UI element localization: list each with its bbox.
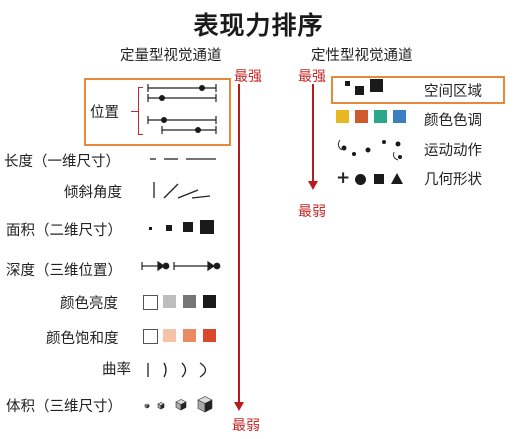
hue-swatch-1 [336,110,349,123]
depth-arrows-icon [141,260,221,272]
spatial-region-highlight-box [331,76,505,104]
channel-label-shape: 几何形状 [424,172,482,188]
luminance-swatch-2 [163,295,176,308]
qualitative-header: 定性型视觉通道 [311,48,413,64]
page-title: 表现力排序 [193,11,324,40]
triangle-icon [391,173,403,184]
luminance-swatch-1 [143,295,158,310]
volume-cubes-icon [144,396,213,413]
channel-label-position: 位置 [90,105,119,121]
slope-lines-icon [153,182,211,199]
saturation-swatch-3 [183,329,196,342]
channel-label-area: 面积（二维尺寸） [6,223,122,239]
plus-icon: + [336,168,351,188]
curvature-arcs-icon [147,362,207,378]
luminance-swatch-4 [203,295,216,308]
position-bracket [131,111,138,112]
qualitative-weakest-label: 最弱 [298,204,326,220]
saturation-swatch-4 [203,329,216,342]
position-highlight-box [84,78,231,146]
channel-label-volume: 体积（三维尺寸） [6,399,122,415]
quantitative-rank-arrow [238,84,240,405]
square-icon [374,174,384,184]
channel-label-luminance: 颜色亮度 [60,296,118,312]
hue-swatch-3 [374,110,387,123]
hue-swatch-2 [355,110,368,123]
qualitative-rank-arrow [312,84,314,184]
channel-label-spatial-region: 空间区域 [424,84,482,100]
channel-label-depth: 深度（三维位置） [6,263,122,279]
channel-label-length: 长度（一维尺寸） [4,154,120,170]
saturation-swatch-2 [163,329,176,342]
position-scale-icon [147,84,217,134]
channel-label-motion: 运动动作 [424,143,482,159]
hue-swatch-4 [393,110,406,123]
quantitative-weakest-label: 最弱 [232,418,260,434]
saturation-swatch-1 [143,329,158,344]
channel-label-curvature: 曲率 [102,362,131,378]
luminance-swatch-3 [183,295,196,308]
circle-icon [355,174,366,185]
channel-label-hue: 颜色色调 [424,113,482,129]
qualitative-strongest-label: 最强 [298,69,326,85]
quantitative-header: 定量型视觉通道 [120,48,222,64]
channel-label-angle: 倾斜角度 [64,185,122,201]
length-lines-icon [150,158,216,160]
motion-dots-icon [337,139,402,161]
channel-label-saturation: 颜色饱和度 [46,331,119,347]
quantitative-strongest-label: 最强 [234,69,262,85]
